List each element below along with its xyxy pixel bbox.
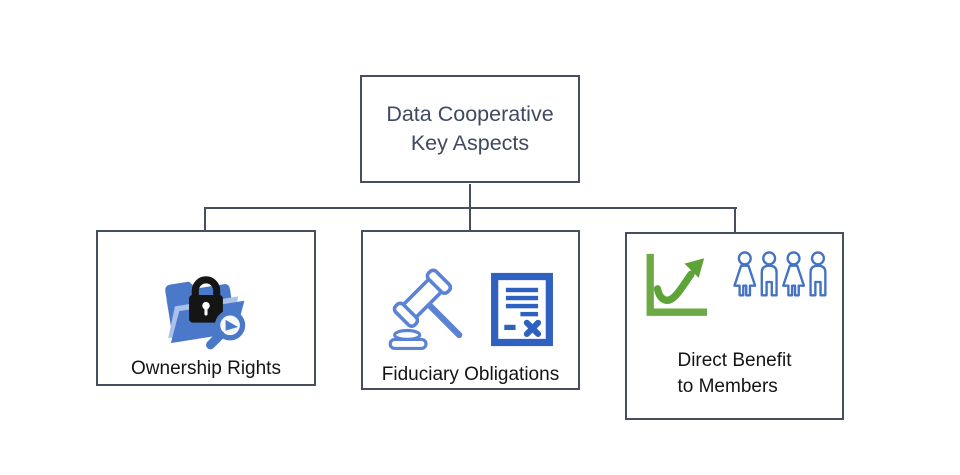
member-group-icon — [732, 251, 827, 297]
gavel-icon — [388, 268, 462, 350]
connector-drop-left — [204, 208, 206, 231]
connector-drop-middle — [469, 208, 471, 231]
folder-lock-search-icon — [165, 276, 246, 350]
contract-x-document-icon — [490, 272, 553, 346]
fiduciary-icon-row — [383, 264, 559, 354]
growth-chart-arrow-icon — [646, 253, 707, 316]
node-direct-benefit: Direct Benefit to Members — [625, 232, 844, 420]
ownership-icon-row — [156, 254, 256, 352]
direct-benefit-label-line1: Direct Benefit — [677, 350, 792, 371]
root-node-data-cooperative: Data Cooperative Key Aspects — [360, 75, 580, 183]
node-fiduciary-obligations: Fiduciary Obligations — [361, 230, 580, 390]
direct-benefit-icon-row — [640, 248, 830, 318]
connector-root-stem — [469, 184, 471, 209]
fiduciary-obligations-label: Fiduciary Obligations — [381, 364, 560, 385]
root-title-line2: Key Aspects — [410, 131, 530, 155]
ownership-rights-label: Ownership Rights — [131, 358, 281, 379]
connector-drop-right — [734, 208, 736, 233]
root-title-line1: Data Cooperative — [386, 102, 554, 126]
node-ownership-rights: Ownership Rights — [96, 230, 316, 386]
direct-benefit-label: Direct Benefit to Members — [677, 348, 791, 400]
direct-benefit-label-line2: to Members — [677, 376, 778, 397]
